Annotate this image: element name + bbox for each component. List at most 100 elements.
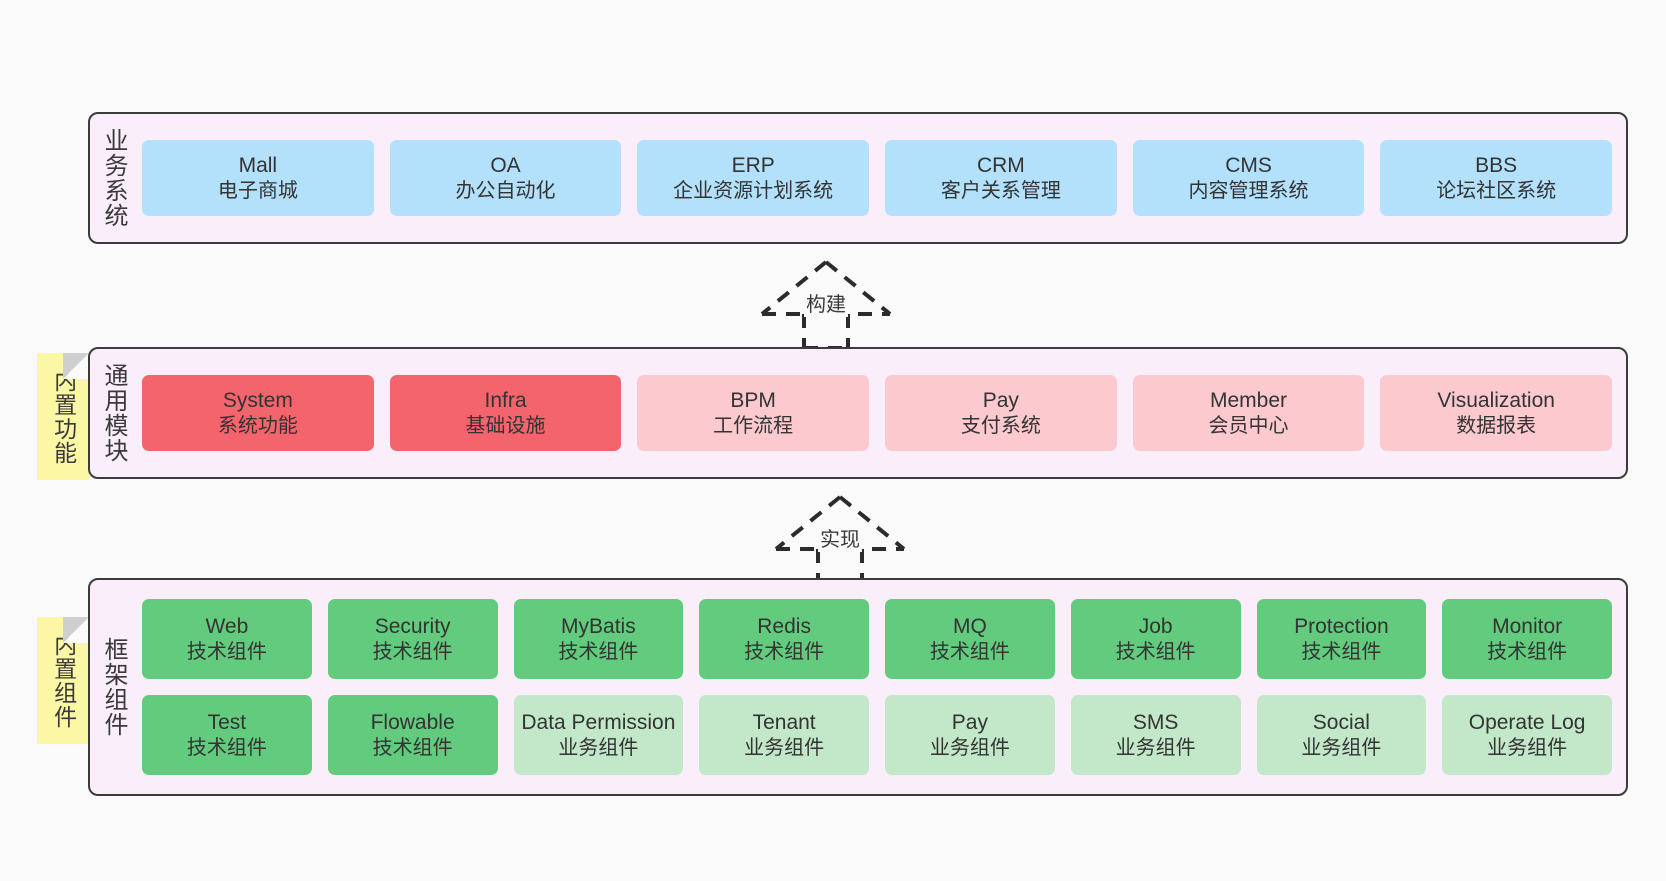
cell-subtitle: 业务组件 xyxy=(929,736,1010,759)
cell-job[interactable]: Job 技术组件 xyxy=(1070,599,1241,679)
cell-subtitle: 业务组件 xyxy=(1487,736,1568,759)
connector-label-build: 构建 xyxy=(804,288,848,317)
cell-tenant[interactable]: Tenant 业务组件 xyxy=(699,695,869,775)
cell-name: ERP xyxy=(731,154,775,177)
cell-member[interactable]: Member 会员中心 xyxy=(1132,375,1365,451)
cell-pay-module[interactable]: Pay 支付系统 xyxy=(885,375,1117,451)
cell-name: Job xyxy=(1138,615,1173,638)
note-label: 内置组件 xyxy=(50,632,77,729)
cell-mybatis[interactable]: MyBatis 技术组件 xyxy=(513,599,684,679)
layer-body-framework-component: Web 技术组件 Security 技术组件 MyBatis 技术组件 Redi… xyxy=(136,580,1626,794)
cell-visualization[interactable]: Visualization 数据报表 xyxy=(1380,375,1613,451)
cell-subtitle: 企业资源计划系统 xyxy=(673,179,834,202)
cell-name: Monitor xyxy=(1492,615,1563,638)
connector-label-implement: 实现 xyxy=(818,523,862,552)
layer-business-system: 业务系统 Mall 电子商城 OA 办公自动化 ERP 企业资源计划系统 CRM… xyxy=(88,112,1628,244)
cell-name: Security xyxy=(374,615,451,638)
cell-subtitle: 技术组件 xyxy=(372,640,453,663)
cell-subtitle: 论坛社区系统 xyxy=(1436,179,1557,202)
cell-system[interactable]: System 系统功能 xyxy=(142,375,374,451)
cell-cms[interactable]: CMS 内容管理系统 xyxy=(1132,140,1365,216)
cell-row: Mall 电子商城 OA 办公自动化 ERP 企业资源计划系统 CRM 客户关系… xyxy=(142,140,1613,216)
cell-name: Member xyxy=(1210,389,1288,412)
cell-oa[interactable]: OA 办公自动化 xyxy=(389,140,622,216)
cell-name: Operate Log xyxy=(1468,711,1586,734)
cell-name: Pay xyxy=(951,711,988,734)
cell-subtitle: 技术组件 xyxy=(186,736,267,759)
cell-subtitle: 业务组件 xyxy=(1301,736,1382,759)
cell-name: Infra xyxy=(484,389,527,412)
cell-row: Web 技术组件 Security 技术组件 MyBatis 技术组件 Redi… xyxy=(142,599,1612,679)
cell-monitor[interactable]: Monitor 技术组件 xyxy=(1442,599,1612,679)
cell-name: Protection xyxy=(1294,615,1389,638)
cell-subtitle: 办公自动化 xyxy=(455,179,556,202)
cell-subtitle: 电子商城 xyxy=(217,179,298,202)
layer-title-framework-component: 框架组件 xyxy=(99,637,127,737)
cell-name: BPM xyxy=(730,389,776,412)
cell-name: Redis xyxy=(757,615,811,638)
cell-name: System xyxy=(222,389,293,412)
note-builtin-component: 内置组件 xyxy=(37,617,89,744)
cell-subtitle: 工作流程 xyxy=(713,414,794,437)
cell-subtitle: 基础设施 xyxy=(465,414,546,437)
note-builtin-function: 内置功能 xyxy=(37,353,89,480)
cell-subtitle: 技术组件 xyxy=(558,640,639,663)
layer-body-common-module: System 系统功能 Infra 基础设施 BPM 工作流程 Pay 支付系统… xyxy=(136,349,1626,477)
cell-name: SMS xyxy=(1132,711,1179,734)
cell-redis[interactable]: Redis 技术组件 xyxy=(699,599,869,679)
cell-mq[interactable]: MQ 技术组件 xyxy=(885,599,1055,679)
layer-title-business-system: 业务系统 xyxy=(99,128,127,228)
cell-name: Pay xyxy=(982,389,1019,412)
cell-row: Test 技术组件 Flowable 技术组件 Data Permission … xyxy=(142,695,1612,775)
cell-name: CMS xyxy=(1225,154,1272,177)
cell-protection[interactable]: Protection 技术组件 xyxy=(1256,599,1427,679)
cell-subtitle: 数据报表 xyxy=(1456,414,1537,437)
cell-subtitle: 客户关系管理 xyxy=(940,179,1061,202)
cell-name: MyBatis xyxy=(561,615,636,638)
cell-subtitle: 技术组件 xyxy=(186,640,267,663)
cell-subtitle: 技术组件 xyxy=(744,640,825,663)
layer-body-business-system: Mall 电子商城 OA 办公自动化 ERP 企业资源计划系统 CRM 客户关系… xyxy=(136,114,1626,242)
cell-web[interactable]: Web 技术组件 xyxy=(142,599,312,679)
cell-bbs[interactable]: BBS 论坛社区系统 xyxy=(1380,140,1613,216)
cell-name: Test xyxy=(207,711,247,734)
cell-subtitle: 技术组件 xyxy=(372,736,453,759)
cell-erp[interactable]: ERP 企业资源计划系统 xyxy=(637,140,870,216)
layer-framework-component: 框架组件 Web 技术组件 Security 技术组件 MyBatis 技术组件… xyxy=(88,578,1628,796)
cell-name: Data Permission xyxy=(521,711,676,734)
cell-pay-component[interactable]: Pay 业务组件 xyxy=(885,695,1055,775)
cell-data-permission[interactable]: Data Permission 业务组件 xyxy=(513,695,684,775)
cell-subtitle: 系统功能 xyxy=(217,414,298,437)
cell-subtitle: 支付系统 xyxy=(960,414,1041,437)
cell-subtitle: 技术组件 xyxy=(1115,640,1196,663)
layer-title-common-module: 通用模块 xyxy=(99,363,127,463)
cell-row: System 系统功能 Infra 基础设施 BPM 工作流程 Pay 支付系统… xyxy=(142,375,1613,451)
cell-name: Tenant xyxy=(752,711,816,734)
cell-name: MQ xyxy=(952,615,987,638)
cell-name: Social xyxy=(1312,711,1370,734)
cell-social[interactable]: Social 业务组件 xyxy=(1256,695,1427,775)
cell-mall[interactable]: Mall 电子商城 xyxy=(142,140,374,216)
cell-subtitle: 业务组件 xyxy=(558,736,639,759)
cell-crm[interactable]: CRM 客户关系管理 xyxy=(885,140,1117,216)
cell-test[interactable]: Test 技术组件 xyxy=(142,695,312,775)
cell-name: Flowable xyxy=(370,711,455,734)
cell-sms[interactable]: SMS 业务组件 xyxy=(1070,695,1241,775)
cell-subtitle: 业务组件 xyxy=(1115,736,1196,759)
cell-flowable[interactable]: Flowable 技术组件 xyxy=(327,695,498,775)
cell-name: OA xyxy=(490,154,521,177)
cell-operate-log[interactable]: Operate Log 业务组件 xyxy=(1442,695,1612,775)
cell-name: BBS xyxy=(1475,154,1518,177)
cell-subtitle: 会员中心 xyxy=(1208,414,1289,437)
note-label: 内置功能 xyxy=(50,368,77,465)
cell-subtitle: 业务组件 xyxy=(744,736,825,759)
cell-subtitle: 技术组件 xyxy=(929,640,1010,663)
cell-bpm[interactable]: BPM 工作流程 xyxy=(637,375,870,451)
cell-infra[interactable]: Infra 基础设施 xyxy=(389,375,622,451)
cell-name: Mall xyxy=(238,154,278,177)
cell-subtitle: 内容管理系统 xyxy=(1188,179,1309,202)
connector-implement: 实现 xyxy=(772,493,908,585)
cell-security[interactable]: Security 技术组件 xyxy=(327,599,498,679)
cell-subtitle: 技术组件 xyxy=(1301,640,1382,663)
